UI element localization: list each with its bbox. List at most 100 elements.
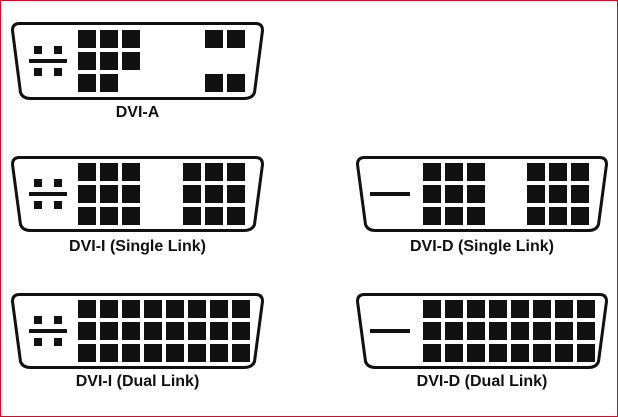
digital-pin: [100, 322, 118, 340]
digital-pin: [549, 185, 567, 203]
digital-pin: [183, 163, 201, 181]
analog-pin: [54, 68, 62, 76]
analog-pin: [54, 179, 62, 187]
analog-pin: [54, 201, 62, 209]
digital-pin: [527, 163, 545, 181]
digital-pin: [100, 300, 118, 318]
digital-pin: [227, 74, 245, 92]
digital-pin: [445, 344, 463, 362]
connector-outline-dvi-d-dual: [356, 293, 608, 369]
digital-pin: [549, 207, 567, 225]
ground-blade: [29, 329, 67, 333]
connector-dvi-d-single: [356, 156, 608, 232]
analog-pin: [34, 179, 42, 187]
digital-pin: [555, 322, 573, 340]
connector-outline-dvi-d-single: [356, 156, 608, 232]
connector-label: DVI-I (Dual Link): [75, 373, 200, 390]
digital-pin: [467, 185, 485, 203]
digital-pin: [122, 163, 140, 181]
digital-pin: [78, 207, 96, 225]
digital-pin: [78, 300, 96, 318]
analog-pin: [34, 338, 42, 346]
digital-pin: [78, 163, 96, 181]
digital-pin: [577, 344, 595, 362]
connector-outline-dvi-i-dual: [11, 293, 264, 369]
analog-pin: [54, 316, 62, 324]
digital-pin: [166, 344, 184, 362]
digital-pin: [122, 30, 140, 48]
analog-pin: [34, 316, 42, 324]
digital-pin: [122, 300, 140, 318]
digital-pin: [577, 300, 595, 318]
digital-pin: [467, 163, 485, 181]
digital-pin: [445, 207, 463, 225]
digital-pin: [210, 322, 228, 340]
ground-blade: [370, 192, 410, 196]
digital-pin: [144, 344, 162, 362]
connector-label: DVI-D (Dual Link): [416, 373, 548, 390]
ground-blade: [29, 192, 67, 196]
connector-dvi-d-dual: [356, 293, 608, 369]
digital-pin: [78, 52, 96, 70]
digital-pin: [100, 74, 118, 92]
digital-pin: [571, 163, 589, 181]
digital-pin: [78, 74, 96, 92]
digital-pin: [205, 30, 223, 48]
digital-pin: [445, 163, 463, 181]
digital-pin: [188, 300, 206, 318]
digital-pin: [533, 344, 551, 362]
digital-pin: [205, 207, 223, 225]
digital-pin: [549, 163, 567, 181]
digital-pin: [122, 207, 140, 225]
digital-pin: [122, 185, 140, 203]
digital-pin: [210, 344, 228, 362]
digital-pin: [467, 207, 485, 225]
digital-pin: [527, 207, 545, 225]
digital-pin: [511, 300, 529, 318]
digital-pin: [227, 185, 245, 203]
digital-pin: [166, 322, 184, 340]
ground-blade: [370, 329, 410, 333]
digital-pin: [489, 322, 507, 340]
digital-pin: [423, 207, 441, 225]
digital-pin: [78, 185, 96, 203]
digital-pin: [210, 300, 228, 318]
digital-pin: [232, 344, 250, 362]
digital-pin: [205, 74, 223, 92]
digital-pin: [467, 322, 485, 340]
digital-pin: [227, 207, 245, 225]
digital-pin: [78, 344, 96, 362]
digital-pin: [122, 322, 140, 340]
analog-pin: [34, 201, 42, 209]
digital-pin: [227, 163, 245, 181]
digital-pin: [227, 30, 245, 48]
digital-pin: [78, 30, 96, 48]
digital-pin: [571, 185, 589, 203]
digital-pin: [423, 163, 441, 181]
digital-pin: [183, 207, 201, 225]
connector-dvi-i-dual: [11, 293, 264, 369]
connector-label: DVI-D (Single Link): [410, 238, 554, 255]
ground-blade: [29, 59, 67, 63]
digital-pin: [188, 322, 206, 340]
analog-pin: [34, 46, 42, 54]
connector-outline-dvi-i-single: [11, 156, 264, 232]
digital-pin: [232, 322, 250, 340]
digital-pin: [166, 300, 184, 318]
digital-pin: [232, 300, 250, 318]
digital-pin: [100, 30, 118, 48]
digital-pin: [555, 300, 573, 318]
digital-pin: [467, 344, 485, 362]
digital-pin: [527, 185, 545, 203]
digital-pin: [533, 300, 551, 318]
digital-pin: [445, 322, 463, 340]
digital-pin: [100, 52, 118, 70]
connector-label: DVI-I (Single Link): [69, 238, 206, 255]
connector-label: DVI-A: [115, 104, 160, 121]
digital-pin: [100, 185, 118, 203]
digital-pin: [489, 300, 507, 318]
digital-pin: [78, 322, 96, 340]
digital-pin: [445, 300, 463, 318]
digital-pin: [100, 207, 118, 225]
